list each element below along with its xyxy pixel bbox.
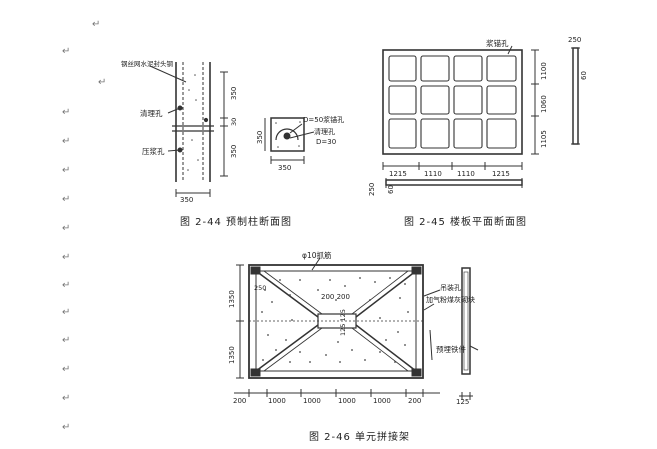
paragraph-mark: ↵	[62, 364, 71, 375]
section-dim-side: 350	[256, 131, 264, 144]
dim-1350-bottom: 1350	[228, 346, 236, 364]
paragraph-mark: ↵	[62, 280, 71, 291]
paragraph-mark: ↵	[62, 165, 71, 176]
paragraph-mark: ↵	[62, 194, 71, 205]
dim-350-bottom: 350	[180, 196, 193, 204]
label-d30: D=30	[316, 138, 336, 146]
label-clean-hole: 清理孔	[140, 108, 163, 118]
label-mesh-cap: 钢丝网水泥封头钢	[121, 59, 174, 68]
figure-2-44-column	[149, 62, 228, 197]
label-ash-block: 加气粉煤灰砌块	[426, 295, 475, 304]
label-grout-hole: 压浆孔	[142, 146, 165, 156]
label-embed-iron: 预埋铁件	[436, 344, 466, 354]
label-clean-hole-section: 清理孔	[314, 127, 335, 136]
dim-1000-c: 1000	[338, 397, 356, 405]
paragraph-mark: ↵	[62, 223, 71, 234]
dim-250: 250	[254, 284, 266, 292]
dim-1060: 1060	[540, 95, 548, 113]
dim-30: 30	[230, 118, 238, 126]
dim-1215-right: 1215	[492, 170, 510, 178]
paragraph-mark: ↵	[62, 46, 71, 57]
dim-250-right: 250	[568, 36, 581, 44]
dim-200-left: 200	[233, 397, 246, 405]
dim-1215-left: 1215	[389, 170, 407, 178]
dim-1105: 1105	[540, 130, 548, 148]
figure-2-46-frame	[234, 257, 479, 400]
figure-2-44-section	[264, 117, 315, 164]
figure-2-45-slab-plan	[382, 45, 580, 188]
paragraph-mark: ↵	[62, 307, 71, 318]
label-lift-hole: 吊装孔	[440, 283, 461, 292]
label-anchor-hole: D=50浆锚孔	[303, 115, 344, 124]
dim-1000-b: 1000	[303, 397, 321, 405]
dim-60-left: 60	[387, 185, 395, 194]
paragraph-mark: ↵	[62, 335, 71, 346]
dim-125-125: 125 125	[339, 309, 347, 336]
dim-200-200: 200 200	[321, 293, 350, 301]
dim-125-right: 125	[456, 398, 469, 406]
dim-1110-b: 1110	[457, 170, 475, 178]
dim-1100: 1100	[540, 62, 548, 80]
paragraph-mark: ↵	[62, 136, 71, 147]
dim-1000-a: 1000	[268, 397, 286, 405]
section-dim-bottom: 350	[278, 164, 291, 172]
paragraph-mark: ↵	[62, 107, 71, 118]
paragraph-mark: ↵	[92, 19, 101, 30]
dim-1110-a: 1110	[424, 170, 442, 178]
dim-250-left: 250	[368, 183, 376, 196]
dim-60-right: 60	[580, 71, 588, 80]
paragraph-mark: ↵	[62, 422, 71, 433]
dim-1350-top: 1350	[228, 290, 236, 308]
figure-caption-2-46: 图 2-46 单元拼接架	[309, 432, 411, 443]
figure-caption-2-45: 图 2-45 楼板平面断面图	[404, 217, 528, 228]
figure-caption-2-44: 图 2-44 预制柱断面图	[180, 217, 293, 228]
dim-350-top: 350	[230, 87, 238, 100]
paragraph-mark: ↵	[98, 77, 107, 88]
paragraph-mark: ↵	[62, 252, 71, 263]
paragraph-mark: ↵	[62, 393, 71, 404]
dim-1000-d: 1000	[373, 397, 391, 405]
dim-200-right: 200	[408, 397, 421, 405]
dim-350-mid: 350	[230, 145, 238, 158]
label-grout-anchor-hole: 浆锚孔	[486, 38, 509, 48]
label-rebar: φ10抓筋	[302, 250, 332, 260]
